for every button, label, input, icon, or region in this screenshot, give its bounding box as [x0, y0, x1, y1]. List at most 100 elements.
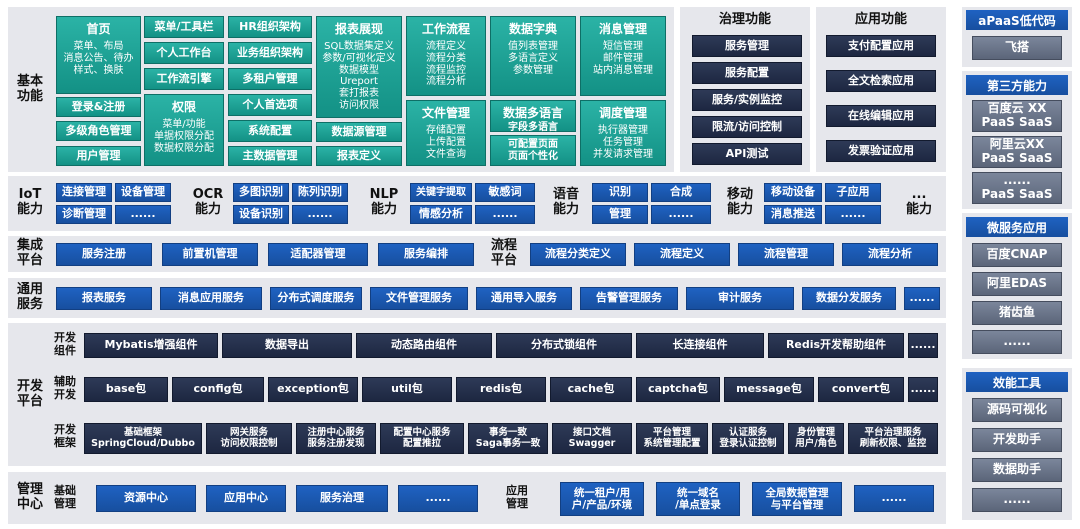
fw-config-center[interactable]: 配置中心服务 配置推拉: [380, 423, 464, 454]
mgmt-domain-sso[interactable]: 统一域名 /单点登录: [656, 482, 740, 516]
tools-more[interactable]: ......: [972, 488, 1062, 512]
int-service-register[interactable]: 服务注册: [56, 243, 152, 266]
ocr-device[interactable]: 设备识别: [233, 205, 289, 224]
fw-governance[interactable]: 平台治理服务 刷新权限、监控: [848, 423, 938, 454]
report-define[interactable]: 报表定义: [316, 146, 402, 166]
ocr-more[interactable]: ......: [292, 205, 348, 224]
fw-base[interactable]: 基础框架 SpringCloud/Dubbo: [84, 423, 202, 454]
fw-saga[interactable]: 事务一致 Saga事务一致: [468, 423, 548, 454]
svc-scheduler[interactable]: 分布式调度服务: [270, 287, 362, 310]
mobile-subapp[interactable]: 子应用: [825, 183, 881, 202]
mgmt-resource[interactable]: 资源中心: [96, 485, 196, 512]
pkg-more[interactable]: ......: [908, 377, 938, 402]
svc-file[interactable]: 文件管理服务: [370, 287, 468, 310]
message-cell[interactable]: 消息管理 短信管理 邮件管理 站内消息管理: [580, 16, 666, 96]
baidu-paas[interactable]: 百度云 XX PaaS SaaS: [972, 100, 1062, 132]
mgmt-app-center[interactable]: 应用中心: [206, 485, 286, 512]
pkg-captcha[interactable]: captcha包: [636, 377, 720, 402]
pkg-redis[interactable]: redis包: [456, 377, 546, 402]
personal-prefs[interactable]: 个人首选项: [228, 94, 312, 116]
config-page-cell[interactable]: 可配置页面 页面个性化: [490, 135, 576, 166]
more-paas[interactable]: ...... PaaS SaaS: [972, 172, 1062, 204]
fw-platform-mgmt[interactable]: 平台管理 系统管理配置: [636, 423, 708, 454]
fw-auth[interactable]: 认证服务 登录认证控制: [712, 423, 784, 454]
ocr-multi-image[interactable]: 多图识别: [233, 183, 289, 202]
comp-long-conn[interactable]: 长连接组件: [636, 333, 764, 358]
fw-registry[interactable]: 注册中心服务 服务注册发现: [296, 423, 376, 454]
iot-more[interactable]: ......: [115, 205, 171, 224]
iot-connect[interactable]: 连接管理: [56, 183, 112, 202]
nlp-sensitive[interactable]: 敏感词: [475, 183, 535, 202]
mgmt-service-gov[interactable]: 服务治理: [296, 485, 388, 512]
choerodon[interactable]: 猪齿鱼: [972, 301, 1062, 325]
proc-manage[interactable]: 流程管理: [738, 243, 834, 266]
feida-box[interactable]: 飞搭: [972, 36, 1062, 60]
svc-distribution[interactable]: 数据分发服务: [802, 287, 896, 310]
voice-more[interactable]: ......: [651, 205, 711, 224]
master-data[interactable]: 主数据管理: [228, 146, 312, 166]
gov-rate-limit[interactable]: 限流/访问控制: [692, 116, 802, 138]
gov-instance-monitor[interactable]: 服务/实例监控: [692, 89, 802, 111]
mgmt-app-more[interactable]: ......: [854, 485, 934, 512]
voice-synthesize[interactable]: 合成: [651, 183, 711, 202]
proc-define[interactable]: 流程定义: [634, 243, 730, 266]
mgmt-tenant[interactable]: 统一租户/用 户/产品/环境: [560, 482, 644, 516]
pkg-config[interactable]: config包: [172, 377, 264, 402]
aliyun-edas[interactable]: 阿里EDAS: [972, 272, 1062, 296]
datasource-mgmt[interactable]: 数据源管理: [316, 122, 402, 142]
comp-export[interactable]: 数据导出: [222, 333, 352, 358]
mgmt-global-data[interactable]: 全局数据管理 与平台管理: [752, 482, 842, 516]
pkg-convert[interactable]: convert包: [818, 377, 904, 402]
iot-device[interactable]: 设备管理: [115, 183, 171, 202]
mobile-push[interactable]: 消息推送: [764, 205, 822, 224]
voice-manage[interactable]: 管理: [592, 205, 648, 224]
mobile-device[interactable]: 移动设备: [764, 183, 822, 202]
proc-analyze[interactable]: 流程分析: [842, 243, 938, 266]
gov-api-test[interactable]: API测试: [692, 143, 802, 165]
app-invoice[interactable]: 发票验证应用: [826, 140, 936, 162]
proc-category[interactable]: 流程分类定义: [530, 243, 626, 266]
source-visualize[interactable]: 源码可视化: [972, 398, 1062, 422]
personal-workbench[interactable]: 个人工作台: [144, 42, 224, 64]
fw-gateway[interactable]: 网关服务 访问权限控制: [206, 423, 292, 454]
mgmt-basic-more[interactable]: ......: [398, 485, 478, 512]
login-register[interactable]: 登录&注册: [56, 97, 141, 117]
workflow-engine[interactable]: 工作流引擎: [144, 68, 224, 90]
permission-cell[interactable]: 权限 菜单/功能 单据权限分配 数据权限分配: [144, 94, 224, 166]
pkg-exception[interactable]: exception包: [268, 377, 358, 402]
app-search[interactable]: 全文检索应用: [826, 70, 936, 92]
dictionary-cell[interactable]: 数据字典 值列表管理 多语言定义 参数管理: [490, 16, 576, 96]
aliyun-paas[interactable]: 阿里云XX PaaS SaaS: [972, 136, 1062, 168]
micro-more[interactable]: ......: [972, 330, 1062, 354]
int-frontend-machine[interactable]: 前置机管理: [162, 243, 258, 266]
hr-org[interactable]: HR组织架构: [228, 16, 312, 38]
app-online-edit[interactable]: 在线编辑应用: [826, 105, 936, 127]
iot-diagnose[interactable]: 诊断管理: [56, 205, 112, 224]
ocr-display[interactable]: 陈列识别: [292, 183, 348, 202]
fw-identity[interactable]: 身份管理 用户/角色: [788, 423, 844, 454]
comp-more[interactable]: ......: [908, 333, 938, 358]
svc-alert[interactable]: 告警管理服务: [580, 287, 678, 310]
svc-import[interactable]: 通用导入服务: [476, 287, 572, 310]
data-i18n-cell[interactable]: 数据多语言 字段多语言: [490, 100, 576, 133]
menu-toolbar[interactable]: 菜单/工具栏: [144, 16, 224, 38]
gov-service-config[interactable]: 服务配置: [692, 62, 802, 84]
workflow-cell[interactable]: 工作流程 流程定义 流程分类 流程监控 流程分析: [406, 16, 486, 96]
nlp-more[interactable]: ......: [475, 205, 535, 224]
svc-audit[interactable]: 审计服务: [686, 287, 794, 310]
report-cell[interactable]: 报表展现 SQL数据集定义 参数/可视化定义 数据模型 Ureport 套打报表…: [316, 16, 402, 118]
pkg-base[interactable]: base包: [84, 377, 168, 402]
system-config[interactable]: 系统配置: [228, 120, 312, 142]
home-cell[interactable]: 首页 菜单、布局 消息公告、待办 样式、换肤: [56, 16, 141, 94]
fw-swagger[interactable]: 接口文档 Swagger: [552, 423, 632, 454]
comp-lock[interactable]: 分布式锁组件: [496, 333, 632, 358]
multi-role-mgmt[interactable]: 多级角色管理: [56, 121, 141, 141]
multi-tenant[interactable]: 多租户管理: [228, 68, 312, 90]
svc-report[interactable]: 报表服务: [56, 287, 152, 310]
svc-more[interactable]: ......: [904, 287, 940, 310]
comp-mybatis[interactable]: Mybatis增强组件: [84, 333, 218, 358]
pkg-cache[interactable]: cache包: [550, 377, 632, 402]
nlp-keyword[interactable]: 关键字提取: [410, 183, 472, 202]
voice-recognize[interactable]: 识别: [592, 183, 648, 202]
comp-redis[interactable]: Redis开发帮助组件: [768, 333, 904, 358]
